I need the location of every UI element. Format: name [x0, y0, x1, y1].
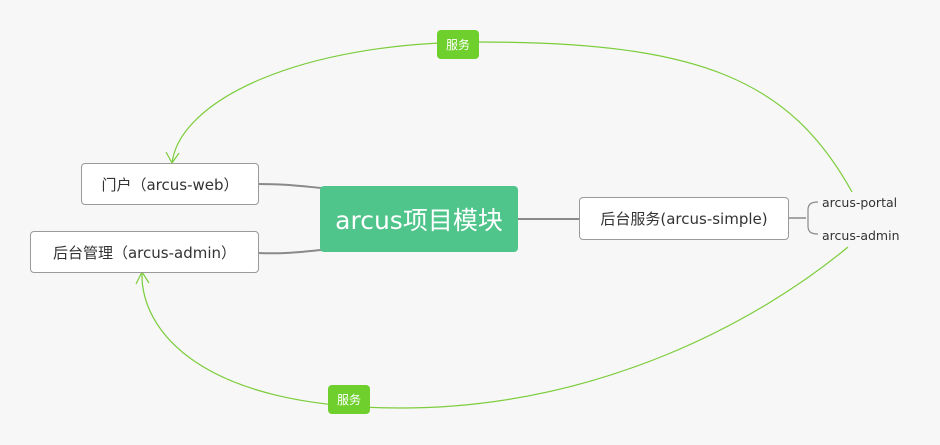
connector-central-to-web [257, 183, 322, 189]
relationship-arc-portal-to-web [171, 41, 853, 193]
subtopic-arcus-admin[interactable]: arcus-admin [822, 227, 900, 243]
topic-portal-web[interactable]: 门户（arcus-web） [81, 163, 259, 205]
relationship-label-top[interactable]: 服务 [437, 30, 479, 59]
subtopic-arcus-portal[interactable]: arcus-portal [822, 194, 898, 210]
topic-backend-service[interactable]: 后台服务(arcus-simple) [579, 197, 789, 240]
central-topic[interactable]: arcus项目模块 [320, 186, 518, 252]
topic-backend-admin[interactable]: 后台管理（arcus-admin） [30, 231, 259, 273]
connector-central-to-admin [257, 249, 322, 255]
children-bracket [807, 201, 819, 235]
relationship-arc-admin-to-backend [141, 246, 849, 409]
relationship-label-bottom[interactable]: 服务 [328, 385, 370, 414]
